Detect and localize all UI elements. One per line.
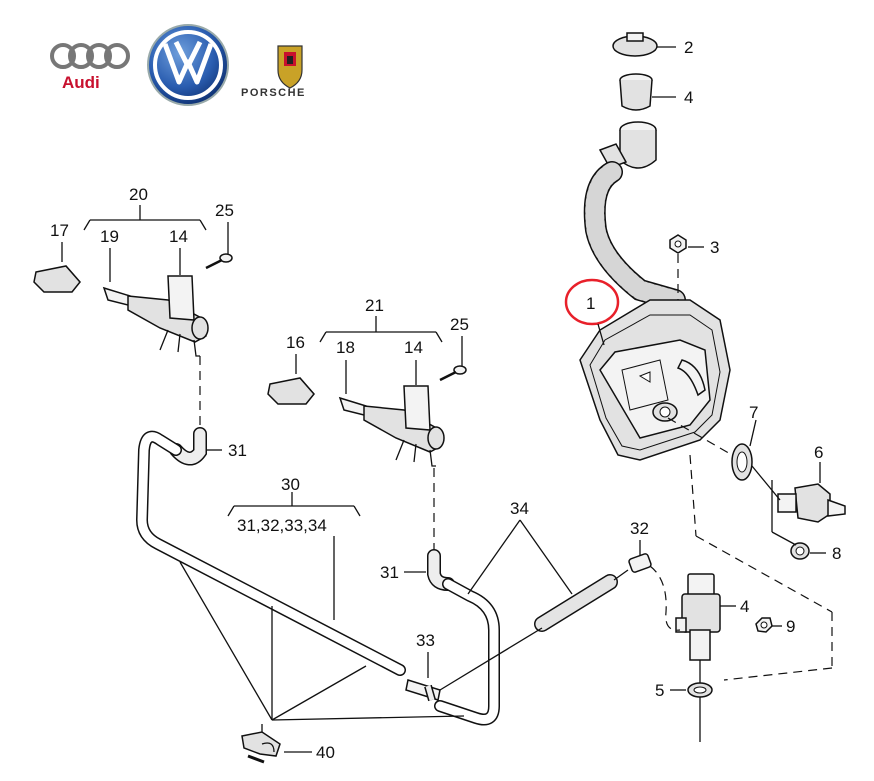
label-part-30-sub: 31,32,33,34 (237, 516, 327, 535)
label-part-5: 5 (655, 681, 664, 700)
jet-assembly-a (102, 275, 209, 357)
bracket-20 (83, 205, 207, 231)
o-ring (790, 542, 810, 560)
washer-reservoir (579, 299, 731, 461)
pump-grommet (687, 682, 713, 698)
connector-32 (628, 553, 652, 573)
label-part-32: 32 (630, 519, 649, 538)
label-part-16: 16 (286, 333, 305, 352)
label-part-1: 1 (586, 294, 595, 313)
grommet (731, 443, 753, 481)
label-part-25-b: 25 (450, 315, 469, 334)
audi-logo-text: Audi (62, 73, 100, 92)
label-part-19-a: 19 (100, 227, 119, 246)
label-part-30: 30 (281, 475, 300, 494)
label-part-34: 34 (510, 499, 529, 518)
label-part-8: 8 (832, 544, 841, 563)
label-part-20: 20 (129, 185, 148, 204)
filler-strainer (619, 73, 653, 111)
hose-loop-left (136, 430, 406, 676)
label-part-9: 9 (786, 617, 795, 636)
nozzle-cap-16 (267, 377, 315, 405)
screw-25-a (205, 253, 233, 270)
label-part-18: 18 (336, 338, 355, 357)
label-part-33: 33 (416, 631, 435, 650)
hose-loop-right (434, 578, 500, 726)
label-part-6: 6 (814, 443, 823, 462)
hose-34 (534, 574, 618, 632)
pump-seal (755, 617, 773, 633)
level-sensor (777, 483, 846, 523)
porsche-logo-text: PORSCHE (241, 87, 306, 99)
label-part-25-a: 25 (215, 201, 234, 220)
label-part-14-a: 14 (169, 227, 188, 246)
bracket-30 (227, 492, 361, 517)
label-part-4-pump: 4 (740, 597, 749, 616)
screw-25-b (439, 365, 467, 382)
filler-cap (612, 32, 658, 57)
t-piece-33 (405, 679, 441, 702)
washer-pump (675, 573, 721, 661)
label-part-17: 17 (50, 221, 69, 240)
nozzle-cap-17 (33, 265, 81, 293)
label-part-14-b: 14 (404, 338, 423, 357)
filler-neck (598, 121, 657, 169)
vw-logo (147, 24, 229, 106)
porsche-logo: PORSCHE (241, 45, 306, 99)
nut (669, 234, 687, 254)
label-part-7: 7 (749, 403, 758, 422)
bracket-21 (319, 316, 443, 343)
filler-pipe (585, 162, 685, 310)
label-part-3: 3 (710, 238, 719, 257)
hose-clip-40 (241, 731, 281, 764)
label-part-21: 21 (365, 296, 384, 315)
label-part-31-b: 31 (380, 563, 399, 582)
label-part-40: 40 (316, 743, 335, 762)
label-part-4-top: 4 (684, 88, 693, 107)
label-part-2: 2 (684, 38, 693, 57)
audi-logo: Audi (50, 43, 130, 92)
jet-assembly-b (338, 385, 445, 467)
highlight-circle (564, 278, 620, 326)
label-part-31-a: 31 (228, 441, 247, 460)
